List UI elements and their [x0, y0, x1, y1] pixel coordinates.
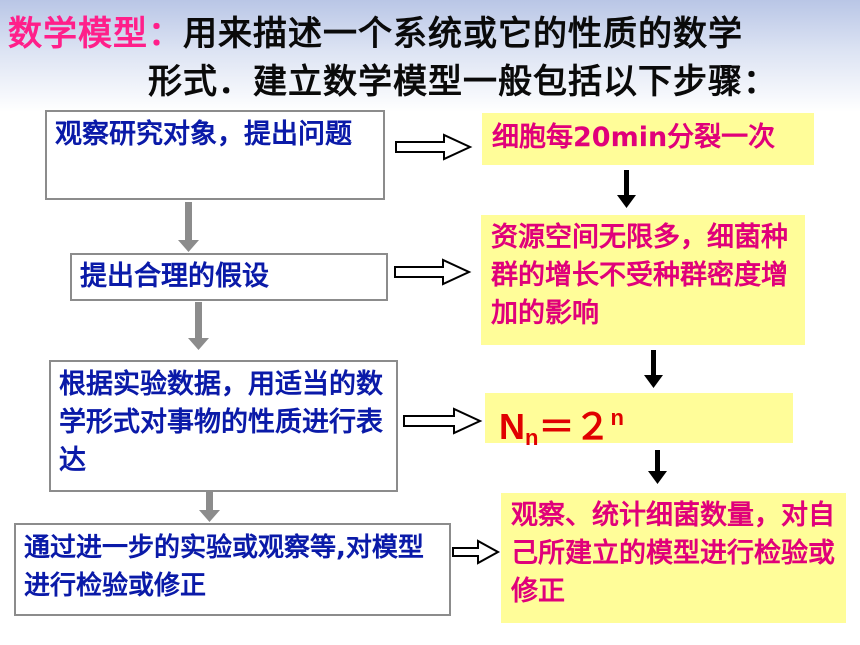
right-arrow-1 — [395, 133, 473, 161]
down-arrow-1-head — [178, 240, 199, 252]
step-box-verify: 通过进一步的实验或观察等,对模型进行检验或修正 — [14, 523, 451, 616]
example-text-assumption: 资源空间无限多，细菌种群的增长不受种群密度增加的影响 — [491, 222, 788, 329]
formula-base: N — [499, 406, 525, 447]
down-arrow-3-shaft — [206, 492, 213, 512]
formula-equals-two: ＝２ — [538, 406, 611, 447]
step-text-observe: 观察研究对象，提出问题 — [55, 119, 352, 150]
down-arrow-r2-head — [644, 375, 663, 388]
down-arrow-2-shaft — [195, 302, 202, 340]
right-arrow-4 — [452, 539, 501, 565]
down-arrow-r3-shaft — [655, 450, 660, 474]
step-text-hypothesis: 提出合理的假设 — [80, 261, 269, 292]
left-down-arrows — [178, 202, 220, 522]
down-arrow-r1-head — [617, 195, 636, 208]
step-box-hypothesis: 提出合理的假设 — [70, 253, 388, 301]
example-box-division: 细胞每20min分裂一次 — [482, 113, 814, 165]
right-down-arrows — [617, 170, 667, 484]
down-arrow-r3-head — [648, 471, 667, 484]
page-title-line1: 数学模型：用来描述一个系统或它的性质的数学 — [8, 14, 743, 54]
title-highlight: 数学模型： — [8, 14, 183, 54]
formula-subscript: n — [525, 425, 539, 450]
formula-exponent: n — [610, 405, 624, 430]
step-text-express: 根据实验数据，用适当的数学形式对事物的性质进行表达 — [59, 369, 383, 476]
example-box-assumption: 资源空间无限多，细菌种群的增长不受种群密度增加的影响 — [481, 215, 805, 345]
header-band — [0, 0, 860, 112]
right-arrows — [394, 133, 501, 565]
down-arrow-3-head — [199, 510, 220, 522]
model-formula: Nn＝２n — [485, 393, 793, 450]
step-text-verify: 通过进一步的实验或观察等,对模型进行检验或修正 — [24, 533, 424, 601]
example-text-division: 细胞每20min分裂一次 — [492, 122, 776, 153]
title-rest: 用来描述一个系统或它的性质的数学 — [183, 14, 743, 54]
page-title-line2: 形式．建立数学模型一般包括以下步骤： — [148, 62, 778, 102]
example-box-verify: 观察、统计细菌数量，对自己所建立的模型进行检验或修正 — [501, 493, 846, 623]
down-arrow-2-head — [188, 338, 209, 350]
right-arrow-2 — [394, 258, 472, 286]
down-arrow-r2-shaft — [651, 350, 656, 378]
right-arrow-3 — [403, 407, 483, 435]
example-text-verify: 观察、统计细菌数量，对自己所建立的模型进行检验或修正 — [511, 500, 835, 607]
step-box-observe: 观察研究对象，提出问题 — [45, 110, 385, 200]
down-arrow-r1-shaft — [624, 170, 629, 198]
step-box-express: 根据实验数据，用适当的数学形式对事物的性质进行表达 — [49, 360, 398, 492]
down-arrow-1-shaft — [185, 202, 192, 242]
